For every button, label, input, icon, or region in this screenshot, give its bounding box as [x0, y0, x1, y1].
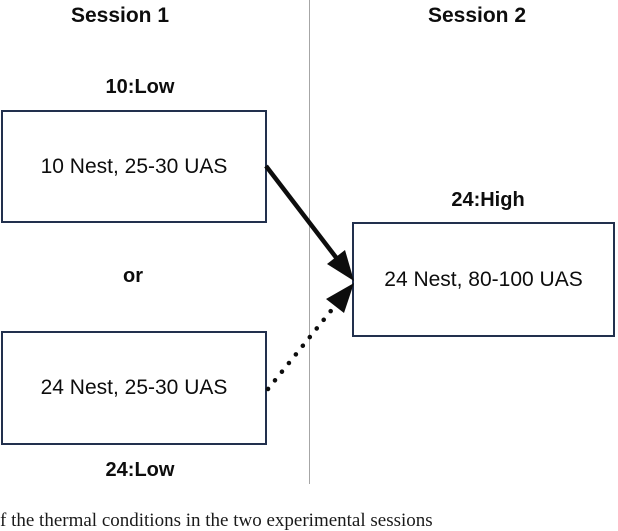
box-10-nest-low-text: 10 Nest, 25-30 UAS — [40, 154, 228, 178]
box-24-nest-low: 24 Nest, 25-30 UAS — [1, 331, 267, 445]
session-divider-line — [309, 0, 310, 484]
box-24-nest-high: 24 Nest, 80-100 UAS — [352, 222, 615, 337]
session1-header: Session 1 — [70, 4, 170, 27]
box-24-nest-low-text: 24 Nest, 25-30 UAS — [40, 376, 228, 400]
box-24-nest-high-text: 24 Nest, 80-100 UAS — [384, 267, 583, 291]
caption-fragment-clipped: f the thermal conditions in the two expe… — [0, 510, 433, 531]
label-10-low: 10:Low — [105, 76, 175, 98]
label-or: or — [123, 265, 143, 287]
box-10-nest-low: 10 Nest, 25-30 UAS — [1, 110, 267, 223]
dotted-arrow — [265, 283, 354, 392]
session2-header: Session 2 — [427, 4, 527, 27]
label-24-high: 24:High — [451, 189, 525, 211]
label-24-low: 24:Low — [105, 459, 175, 481]
solid-arrow — [264, 164, 354, 281]
